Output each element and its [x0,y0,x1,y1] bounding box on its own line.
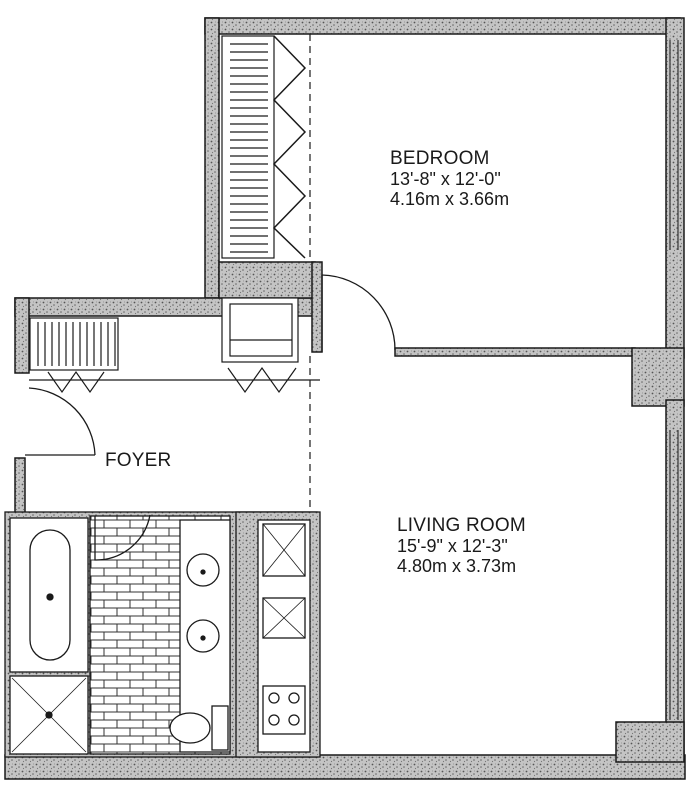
living-room-name: LIVING ROOM [397,515,526,536]
entry-door [25,387,96,456]
wall-foyer-left-a [14,297,30,374]
foyer-closet-right [221,297,299,363]
living-room-dim-imperial: 15'-9" x 12'-3" [397,536,508,557]
kitchenette [235,511,321,758]
bedroom-name: BEDROOM [390,148,490,169]
foyer-closet-left [29,317,119,371]
wall-bedroom-divider [394,347,636,357]
wall-left-bedroom [204,17,220,299]
foyer-label: FOYER [105,450,171,471]
windows [669,40,679,720]
foyer-closets [29,297,299,394]
wall-foyer-left-b [14,457,26,517]
cooktop [262,685,306,735]
bedroom-door [321,274,396,352]
bedroom-label: BEDROOM 13'-8" x 12'-0" 4.16m x 3.66m [390,148,509,210]
living-room-dim-metric: 4.80m x 3.73m [397,556,517,577]
toilet-bowl [169,712,211,744]
wall-closet-shaft [218,261,316,299]
closet-bifold-door [272,35,307,259]
wall-bottom [4,754,686,780]
bedroom-dim-metric: 4.16m x 3.66m [390,189,510,210]
closet-shelves [230,43,268,253]
wall-right-living [665,399,685,756]
wall-bedroom-door-jamb [311,261,323,353]
living-room-label: LIVING ROOM 15'-9" x 12'-3" 4.80m x 3.73… [397,515,526,577]
foyer-closet-shelves [37,322,116,366]
wall-pier [631,347,685,407]
wall-top [204,17,681,35]
bedroom-dim-imperial: 13'-8" x 12'-0" [390,169,501,190]
wall-right-bedroom [665,17,685,359]
foyer-name: FOYER [105,450,172,471]
toilet-tank [211,705,229,751]
bedroom-closet [221,35,307,259]
wall-right-corner [615,721,685,763]
interior-outline [29,34,320,755]
